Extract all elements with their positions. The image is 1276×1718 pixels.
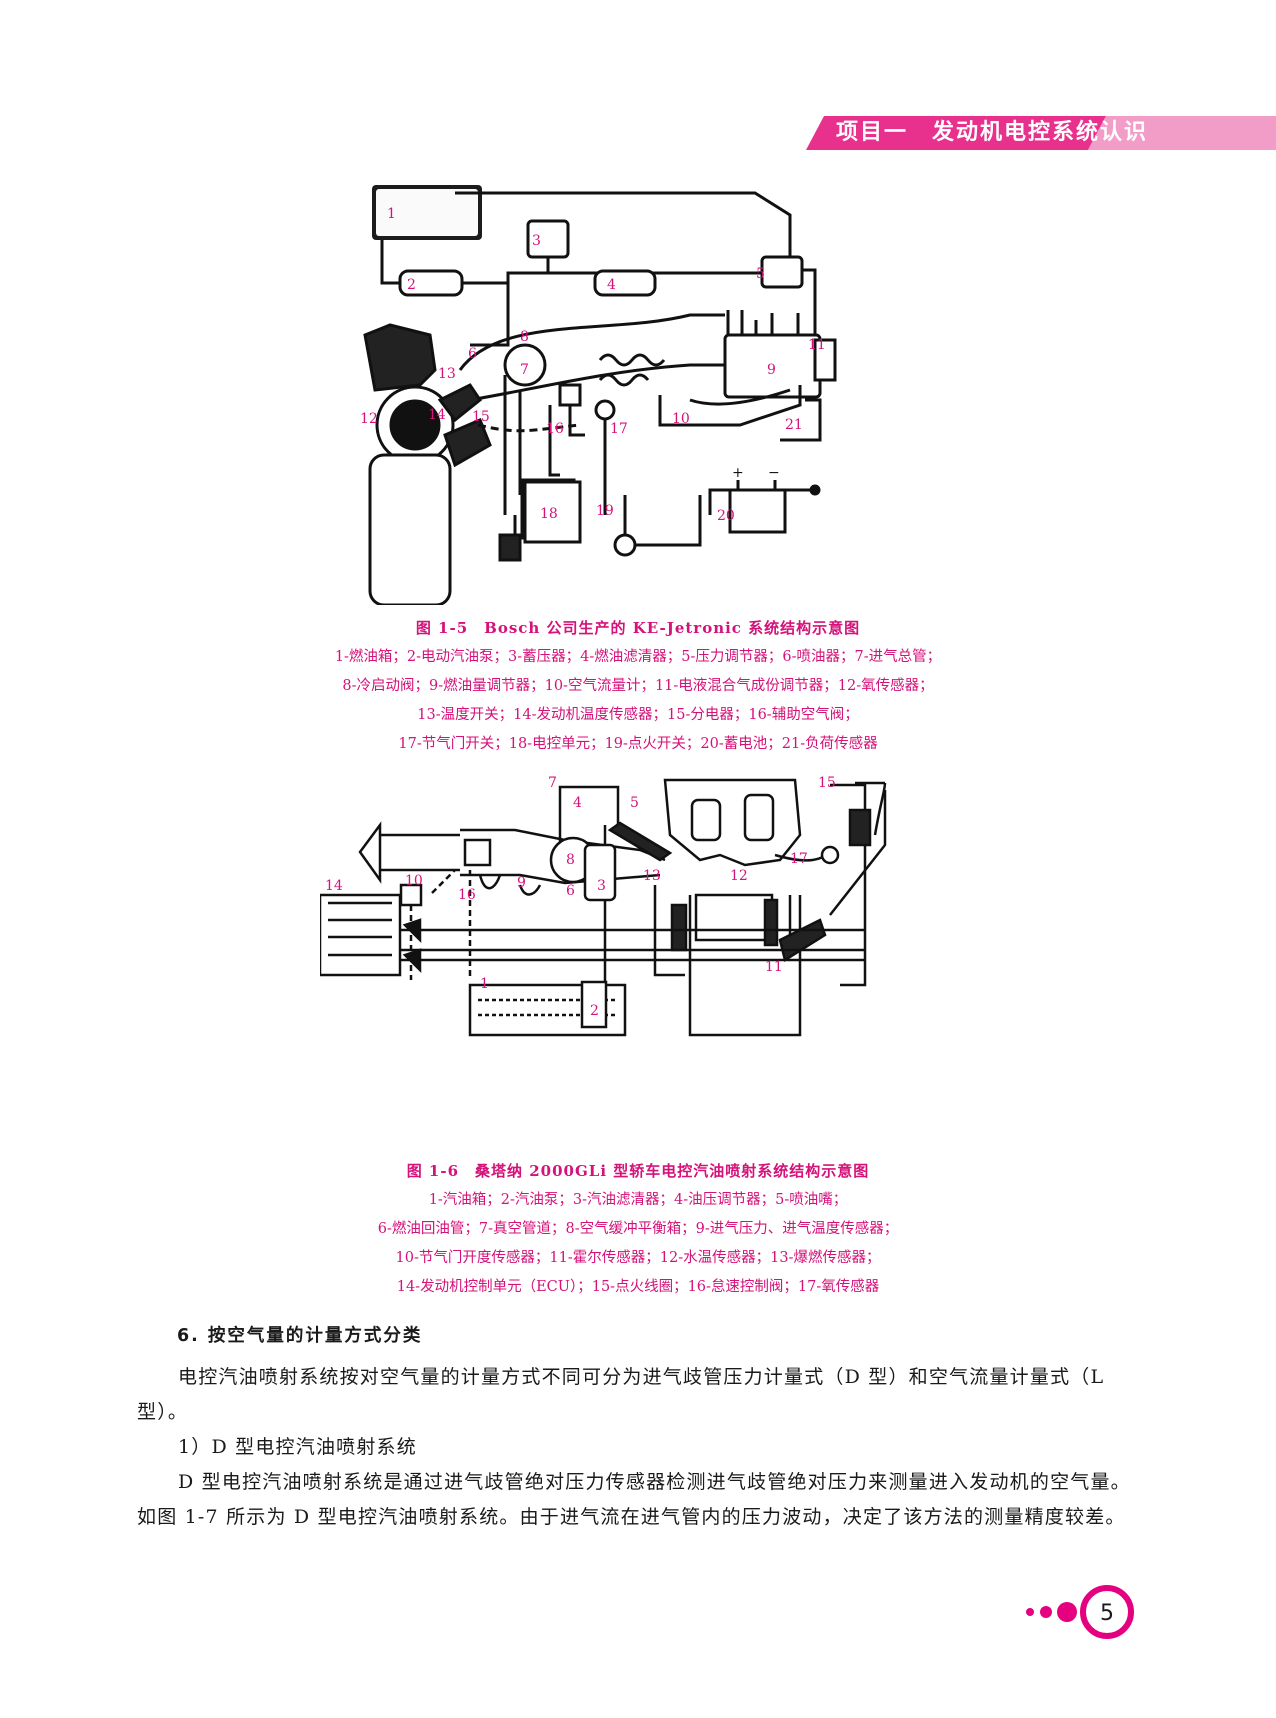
fig1-label-1: 1	[387, 206, 396, 222]
battery-plus-sign: +	[732, 465, 744, 481]
fig1-label-8: 8	[520, 329, 529, 345]
fig2-label-10: 10	[405, 873, 423, 889]
figure-1-5-caption-line: 13-温度开关；14-发动机温度传感器；15-分电器；16-辅助空气阀；	[417, 707, 859, 723]
fig1-label-13: 13	[438, 366, 456, 382]
fig2-label-1: 1	[480, 976, 489, 992]
fig1-label-21: 21	[785, 417, 803, 433]
fig2-label-13: 13	[643, 868, 661, 884]
fig2-label-9: 9	[517, 875, 526, 891]
fig1-label-16: 16	[546, 421, 564, 437]
fig2-label-6: 6	[566, 883, 575, 899]
fig1-label-20: 20	[717, 508, 735, 524]
fig2-label-3: 3	[597, 878, 606, 894]
fig2-label-2: 2	[590, 1003, 599, 1019]
fig2-label-17: 17	[790, 851, 808, 867]
fig2-label-14: 14	[325, 878, 343, 894]
list-item-1: 1）D 型电控汽油喷射系统	[137, 1430, 1137, 1465]
page-dot-icon	[1026, 1608, 1034, 1616]
fig2-label-5: 5	[630, 795, 639, 811]
figure-1-6-caption-line: 1-汽油箱；2-汽油泵；3-汽油滤清器；4-油压调节器；5-喷油嘴；	[428, 1192, 848, 1208]
fig2-label-12: 12	[730, 868, 748, 884]
page-number: 5	[1100, 1601, 1114, 1626]
fig1-label-4: 4	[607, 277, 616, 293]
page-number-ring	[1080, 1585, 1134, 1639]
chapter-header-title: 项目一 发动机电控系统认识	[836, 120, 1149, 145]
fig2-label-4: 4	[573, 795, 582, 811]
fig2-label-11: 11	[765, 959, 783, 975]
fig1-label-6: 6	[468, 346, 477, 362]
fig1-label-19: 19	[596, 503, 614, 519]
fig1-label-2: 2	[407, 277, 416, 293]
battery-minus-sign: −	[768, 465, 780, 481]
fig1-label-18: 18	[540, 506, 558, 522]
page-number-badge: 5	[1022, 1582, 1142, 1642]
fig2-label-8-visible: 8	[566, 852, 575, 868]
list-item-1-text: 1）D 型电控汽油喷射系统	[178, 1436, 417, 1458]
section-heading: 6. 按空气量的计量方式分类	[177, 1326, 423, 1346]
figure-1-6-diagram: 1 2 3 4 5 6 7 8 9 10 11 12 13 14 15 16 1…	[318, 775, 965, 1165]
paragraph-2: D 型电控汽油喷射系统是通过进气歧管绝对压力传感器检测进气歧管绝对压力来测量进入…	[137, 1465, 1137, 1535]
figure-1-5-caption-line: 17-节气门开关；18-电控单元；19-点火开关；20-蓄电池；21-负荷传感器	[398, 736, 878, 752]
figure-1-6-caption-line: 14-发动机控制单元（ECU）；15-点火线圈；16-怠速控制阀；17-氧传感器	[396, 1279, 880, 1295]
paragraph-2-text: D 型电控汽油喷射系统是通过进气歧管绝对压力传感器检测进气歧管绝对压力来测量进入…	[137, 1471, 1131, 1528]
fig1-label-3: 3	[532, 233, 541, 249]
fig1-label-17: 17	[610, 421, 628, 437]
paragraph-1-text: 电控汽油喷射系统按对空气量的计量方式不同可分为进气歧管压力计量式（D 型）和空气…	[137, 1366, 1105, 1423]
fig1-label-11: 11	[808, 337, 826, 353]
figure-1-5-caption-line: 8-冷启动阀；9-燃油量调节器；10-空气流量计；11-电液混合气成份调节器；1…	[342, 678, 934, 694]
figure-1-6-caption-title: 图 1-6 桑塔纳 2000GLi 型轿车电控汽油喷射系统结构示意图	[406, 1162, 870, 1180]
fig2-label-15: 15	[818, 775, 836, 791]
chapter-header-band	[806, 116, 1276, 150]
fig1-label-9: 9	[767, 362, 776, 378]
page-dot-icon	[1057, 1602, 1077, 1622]
fig1-label-14: 14	[428, 407, 446, 423]
fig1-label-15: 15	[472, 409, 490, 425]
fig2-label-7: 7	[548, 775, 557, 791]
page-dot-icon	[1040, 1606, 1052, 1618]
paragraph-1: 电控汽油喷射系统按对空气量的计量方式不同可分为进气歧管压力计量式（D 型）和空气…	[137, 1360, 1137, 1430]
fig2-label-16: 16	[458, 887, 476, 903]
figure-1-6-caption-line: 6-燃油回油管；7-真空管道；8-空气缓冲平衡箱；9-进气压力、进气温度传感器；	[377, 1221, 899, 1237]
figure-1-5-diagram: 1 2 3 4 5 6 7 8 9 10 11 12 13 14 15 16 1…	[360, 185, 912, 607]
fig1-label-10: 10	[672, 411, 690, 427]
fig1-label-5: 5	[756, 266, 765, 282]
fig1-label-7: 7	[520, 362, 529, 378]
fig1-label-12: 12	[360, 411, 378, 427]
figure-1-5-caption-title: 图 1-5 Bosch 公司生产的 KE-Jetronic 系统结构示意图	[415, 619, 861, 637]
figure-1-5-caption-line: 1-燃油箱；2-电动汽油泵；3-蓄压器；4-燃油滤清器；5-压力调节器；6-喷油…	[334, 649, 942, 665]
figure-1-6-caption-line: 10-节气门开度传感器；11-霍尔传感器；12-水温传感器；13-爆燃传感器；	[395, 1250, 881, 1266]
